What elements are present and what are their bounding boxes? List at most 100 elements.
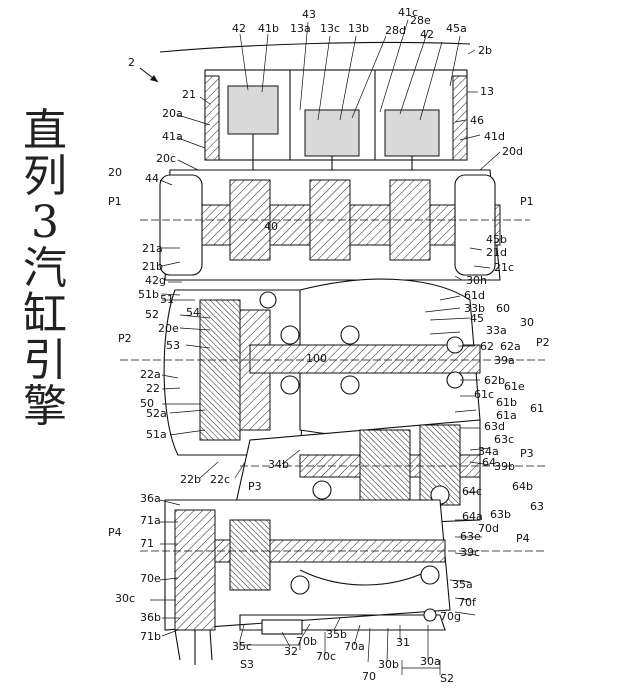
part-label: 52 xyxy=(145,308,159,321)
part-label: 30 xyxy=(520,316,534,329)
part-label: 45 xyxy=(470,312,484,325)
shaft-label: P4 xyxy=(108,526,122,539)
part-label: 71a xyxy=(140,514,161,527)
part-label: 71 xyxy=(140,537,154,550)
part-label: 21b xyxy=(142,260,163,273)
part-label: 22 xyxy=(146,382,160,395)
shaft-label: P3 xyxy=(520,447,534,460)
part-label: 42 xyxy=(420,28,434,41)
part-labels: 2 42 41b 43 13a 13c 13b 41c 28d 28e 42 4… xyxy=(108,6,550,685)
part-label: 64b xyxy=(512,480,533,493)
part-label: 70c xyxy=(316,650,336,663)
part-label: 31 xyxy=(396,636,410,649)
part-label: 46 xyxy=(470,114,484,127)
part-label: 63e xyxy=(460,530,481,543)
engine-caption: 直 列 3 汽 缸 引 擎 xyxy=(22,108,68,430)
part-label: 63b xyxy=(490,508,511,521)
part-label: 20c xyxy=(156,152,176,165)
part-label: 61e xyxy=(504,380,525,393)
part-label: 35c xyxy=(232,640,252,653)
part-label: 22c xyxy=(210,473,230,486)
part-label: 36b xyxy=(140,611,161,624)
part-label: 52a xyxy=(146,407,167,420)
part-label: 50 xyxy=(140,397,154,410)
figure-number-arrow xyxy=(139,67,159,83)
part-label: 54 xyxy=(186,306,200,319)
caption-char: 汽 xyxy=(23,243,67,294)
caption-char: 缸 xyxy=(23,289,67,340)
shaft-label: P2 xyxy=(536,336,550,349)
part-label: 45a xyxy=(446,22,467,35)
part-label: 63 xyxy=(530,500,544,513)
part-label: 21d xyxy=(486,246,507,259)
part-label: 64 xyxy=(482,456,496,469)
part-label: 51a xyxy=(146,428,167,441)
part-label: 62 xyxy=(480,340,494,353)
part-label: 62b xyxy=(484,374,505,387)
part-label: 70d xyxy=(478,522,499,535)
part-label: 21c xyxy=(494,261,514,274)
leader-lines xyxy=(150,19,501,663)
part-label: 61c xyxy=(474,388,494,401)
part-label: 61b xyxy=(496,396,517,409)
part-label: 30h xyxy=(466,274,487,287)
shaft-label: P1 xyxy=(108,195,122,208)
part-label: 42g xyxy=(145,274,166,287)
part-label: 61 xyxy=(530,402,544,415)
part-label: 35a xyxy=(452,578,473,591)
part-label: 70b xyxy=(296,635,317,648)
crankshaft xyxy=(140,169,530,281)
part-label: 20a xyxy=(162,107,183,120)
caption-char: 直 xyxy=(23,105,67,156)
part-label: 41b xyxy=(258,22,279,35)
part-label: 70f xyxy=(458,596,477,609)
part-label: 42 xyxy=(232,22,246,35)
caption-char: 擎 xyxy=(23,381,67,432)
part-label: 2b xyxy=(478,44,492,57)
part-label: 20e xyxy=(158,322,179,335)
part-label: 40 xyxy=(264,220,278,233)
part-label: 45b xyxy=(486,233,507,246)
dimension-brackets xyxy=(239,640,441,675)
part-label: 33a xyxy=(486,324,507,337)
part-label: 33b xyxy=(464,302,485,315)
part-label: 71b xyxy=(140,630,161,643)
part-label: 22b xyxy=(180,473,201,486)
caption-char: 3 xyxy=(31,197,59,248)
caption-char: 引 xyxy=(23,335,67,386)
main-shaft xyxy=(120,278,545,438)
part-label: 70 xyxy=(362,670,376,683)
part-label: 100 xyxy=(306,352,327,365)
part-label: 13b xyxy=(348,22,369,35)
part-label: 13c xyxy=(320,22,340,35)
part-label: 61d xyxy=(464,289,485,302)
caption-char: 列 xyxy=(23,151,67,202)
part-label: 30a xyxy=(420,655,441,668)
part-label: 70g xyxy=(440,610,461,623)
part-label: 30c xyxy=(115,592,135,605)
part-label: 43 xyxy=(302,8,316,21)
part-label: 21a xyxy=(142,242,163,255)
part-label: 20 xyxy=(108,166,122,179)
part-label: 61a xyxy=(496,409,517,422)
part-label: 39b xyxy=(494,460,515,473)
part-label: 51b xyxy=(138,288,159,301)
shaft-label: P4 xyxy=(516,532,530,545)
part-label: 53 xyxy=(166,339,180,352)
part-label: 60 xyxy=(496,302,510,315)
part-label: 63d xyxy=(484,420,505,433)
lower-case xyxy=(140,499,545,665)
part-label: 44 xyxy=(145,172,159,185)
part-label: S3 xyxy=(240,658,254,671)
part-label: 28d xyxy=(385,24,406,37)
part-label: 30b xyxy=(378,658,399,671)
part-label: 41a xyxy=(162,130,183,143)
part-label: 34a xyxy=(478,445,499,458)
part-label: 36a xyxy=(140,492,161,505)
part-label: 63c xyxy=(494,433,514,446)
part-label: 39a xyxy=(494,354,515,367)
shaft-label: P2 xyxy=(118,332,132,345)
part-label: 39c xyxy=(460,546,480,559)
part-label: 41d xyxy=(484,130,505,143)
